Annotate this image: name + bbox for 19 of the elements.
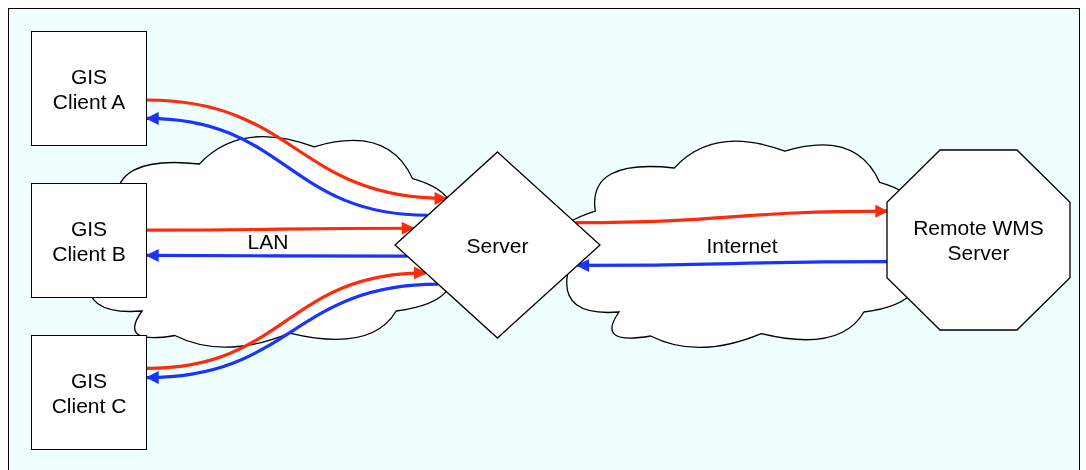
node-label: Remote WMS Server: [912, 215, 1045, 265]
network-label: Internet: [706, 232, 778, 258]
node-label: GIS Client B: [51, 215, 127, 266]
client-box: [31, 183, 147, 298]
arrow: [145, 112, 428, 217]
arrow: [146, 267, 428, 370]
client-box: [31, 31, 147, 146]
node-label: GIS Client A: [51, 63, 127, 114]
network-label: LAN: [247, 228, 289, 254]
arrow: [147, 221, 415, 235]
arrow: [576, 258, 887, 272]
client-box: [31, 335, 147, 450]
arrow: [145, 248, 408, 262]
server-diamond: [395, 152, 600, 338]
node-label: Server: [466, 232, 529, 258]
arrow: [145, 282, 439, 384]
arrow: [146, 98, 448, 205]
server-octagon: [887, 150, 1070, 330]
node-label: GIS Client C: [50, 367, 128, 418]
